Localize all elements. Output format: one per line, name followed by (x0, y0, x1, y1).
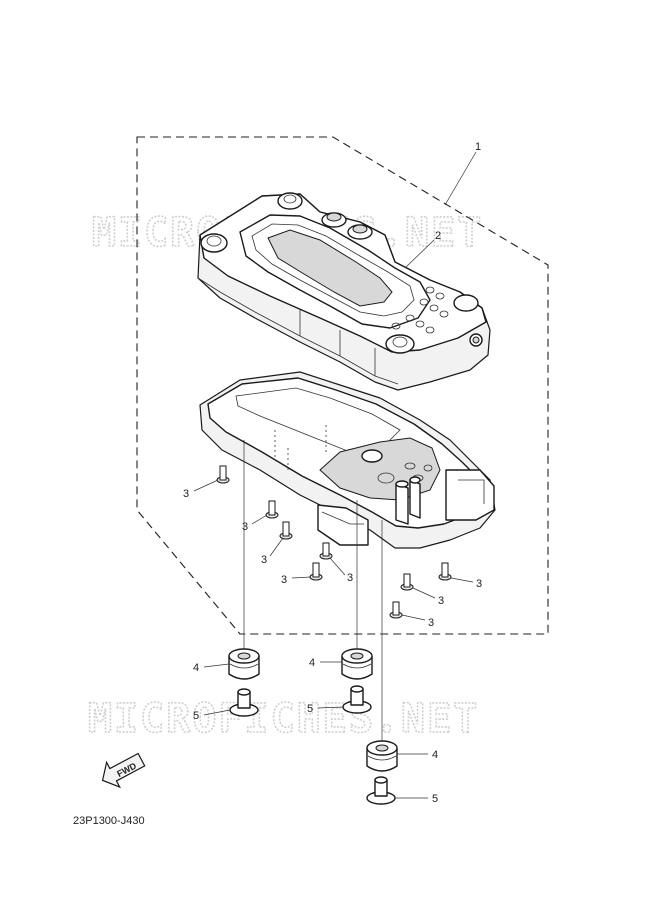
meter-cover (197, 192, 491, 391)
meter-lower-case (199, 371, 496, 549)
grommet (366, 740, 398, 772)
callout-3: 3 (428, 617, 434, 629)
collar (366, 776, 396, 805)
callout-3: 3 (183, 488, 189, 500)
grommet (341, 648, 373, 680)
callout-3: 3 (347, 572, 353, 584)
callout-5: 5 (307, 703, 313, 715)
callout-3: 3 (438, 595, 444, 607)
fwd-arrow-icon: FWD (101, 752, 146, 789)
screw (389, 601, 403, 619)
watermark-bottom: MICROFICHES.NET (88, 696, 479, 742)
drawing-code: 23P1300-J430 (73, 815, 145, 827)
callout-5: 5 (432, 793, 438, 805)
callout-1: 1 (475, 141, 481, 153)
callout-4: 4 (432, 749, 438, 761)
callout-3: 3 (261, 554, 267, 566)
screw (216, 465, 230, 484)
callout-5: 5 (193, 710, 199, 722)
screw (400, 573, 414, 591)
callout-3: 3 (242, 521, 248, 533)
leader-lines (193, 151, 477, 799)
grommet (228, 648, 260, 680)
assembly-boundary (136, 136, 549, 635)
callout-4: 4 (193, 662, 199, 674)
callout-3: 3 (281, 574, 287, 586)
screw (309, 562, 323, 581)
callout-4: 4 (309, 657, 315, 669)
screw (265, 500, 279, 519)
callout-2: 2 (435, 230, 441, 242)
collar (229, 688, 259, 717)
screw (319, 542, 333, 560)
screw (279, 521, 293, 540)
callout-3: 3 (476, 578, 482, 590)
screw (438, 562, 452, 581)
